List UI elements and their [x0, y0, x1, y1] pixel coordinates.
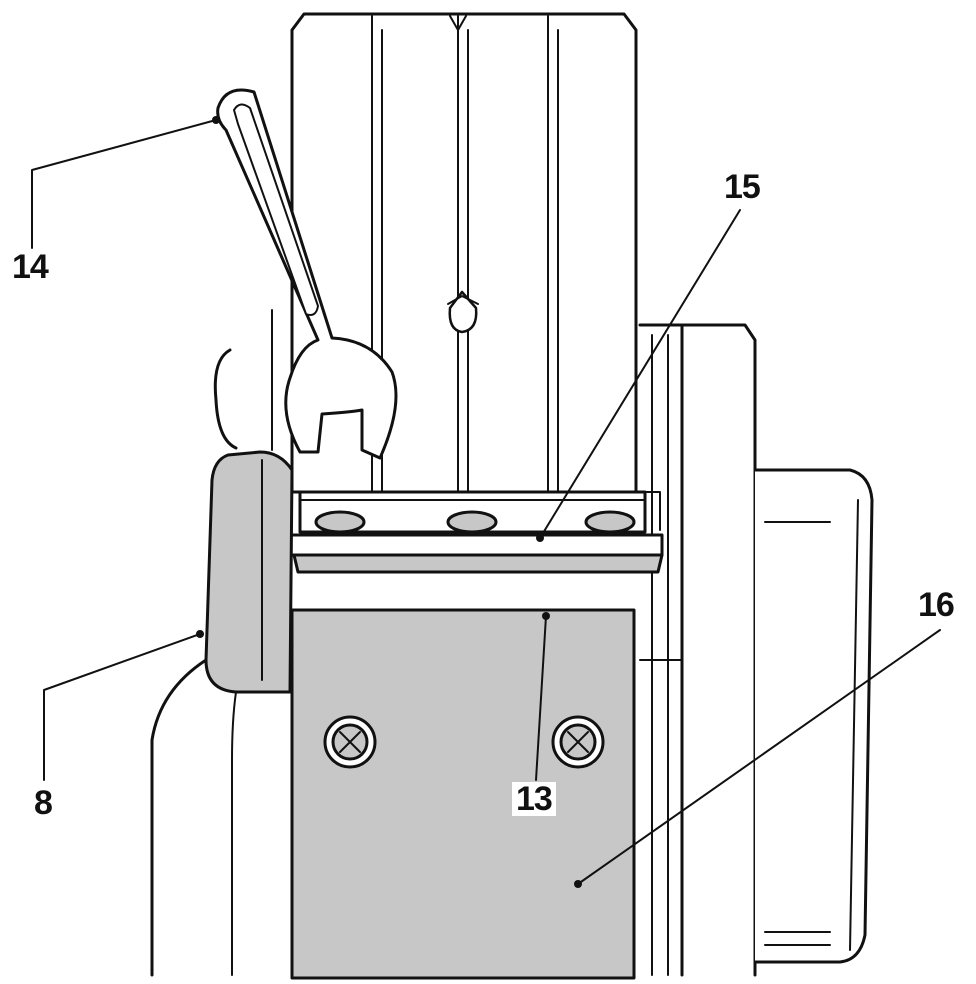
callout-16: 16 [918, 586, 955, 624]
leader-dots [196, 116, 582, 888]
right-housing [680, 323, 874, 977]
callout-14: 14 [12, 248, 49, 286]
planer-plate [290, 608, 636, 980]
handle [204, 309, 294, 694]
lower-left-body [150, 658, 237, 977]
callout-8: 8 [34, 784, 53, 822]
upper-block [290, 12, 638, 494]
callout-13: 13 [512, 782, 556, 816]
wrench [216, 88, 398, 460]
callout-15: 15 [724, 168, 761, 206]
clamping-bar [288, 533, 664, 574]
frame-column [638, 323, 684, 976]
bolt-rail [298, 490, 661, 534]
leader-lines [31, 119, 941, 885]
